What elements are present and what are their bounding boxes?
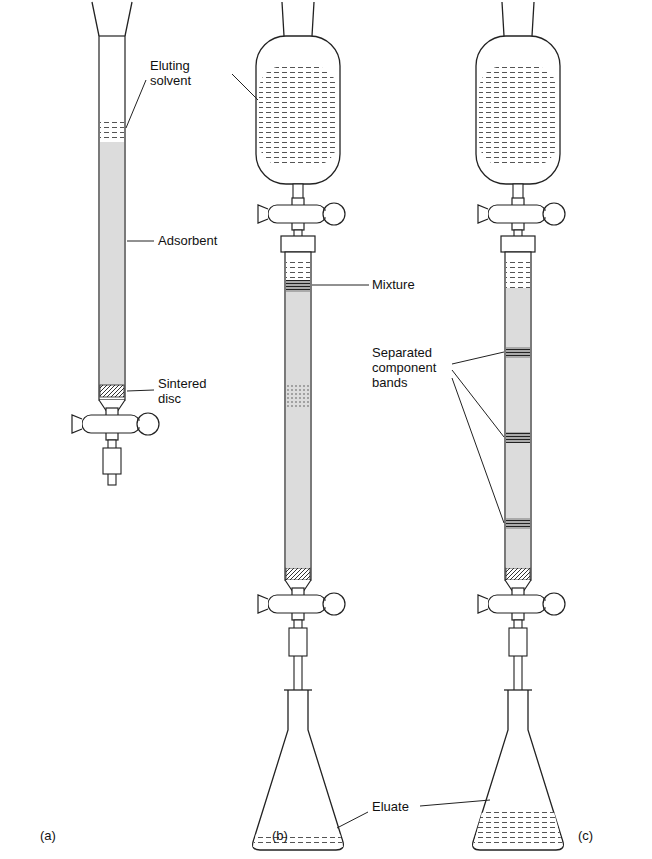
column-b [253, 2, 345, 850]
callout-label: Sintered disc [158, 376, 220, 406]
column-a [72, 2, 159, 485]
column-c [473, 2, 565, 850]
leader-lines [126, 74, 504, 828]
callout-label: Adsorbent [158, 233, 248, 248]
panel-letter: (a) [40, 828, 80, 843]
callout-label: Eluting solvent [150, 58, 230, 88]
panel-letter: (b) [272, 828, 312, 843]
panel-letter: (c) [578, 828, 618, 843]
callout-label: Mixture [372, 277, 452, 292]
callout-label: Separated component bands [372, 345, 450, 390]
callout-label: Eluate [372, 799, 420, 814]
